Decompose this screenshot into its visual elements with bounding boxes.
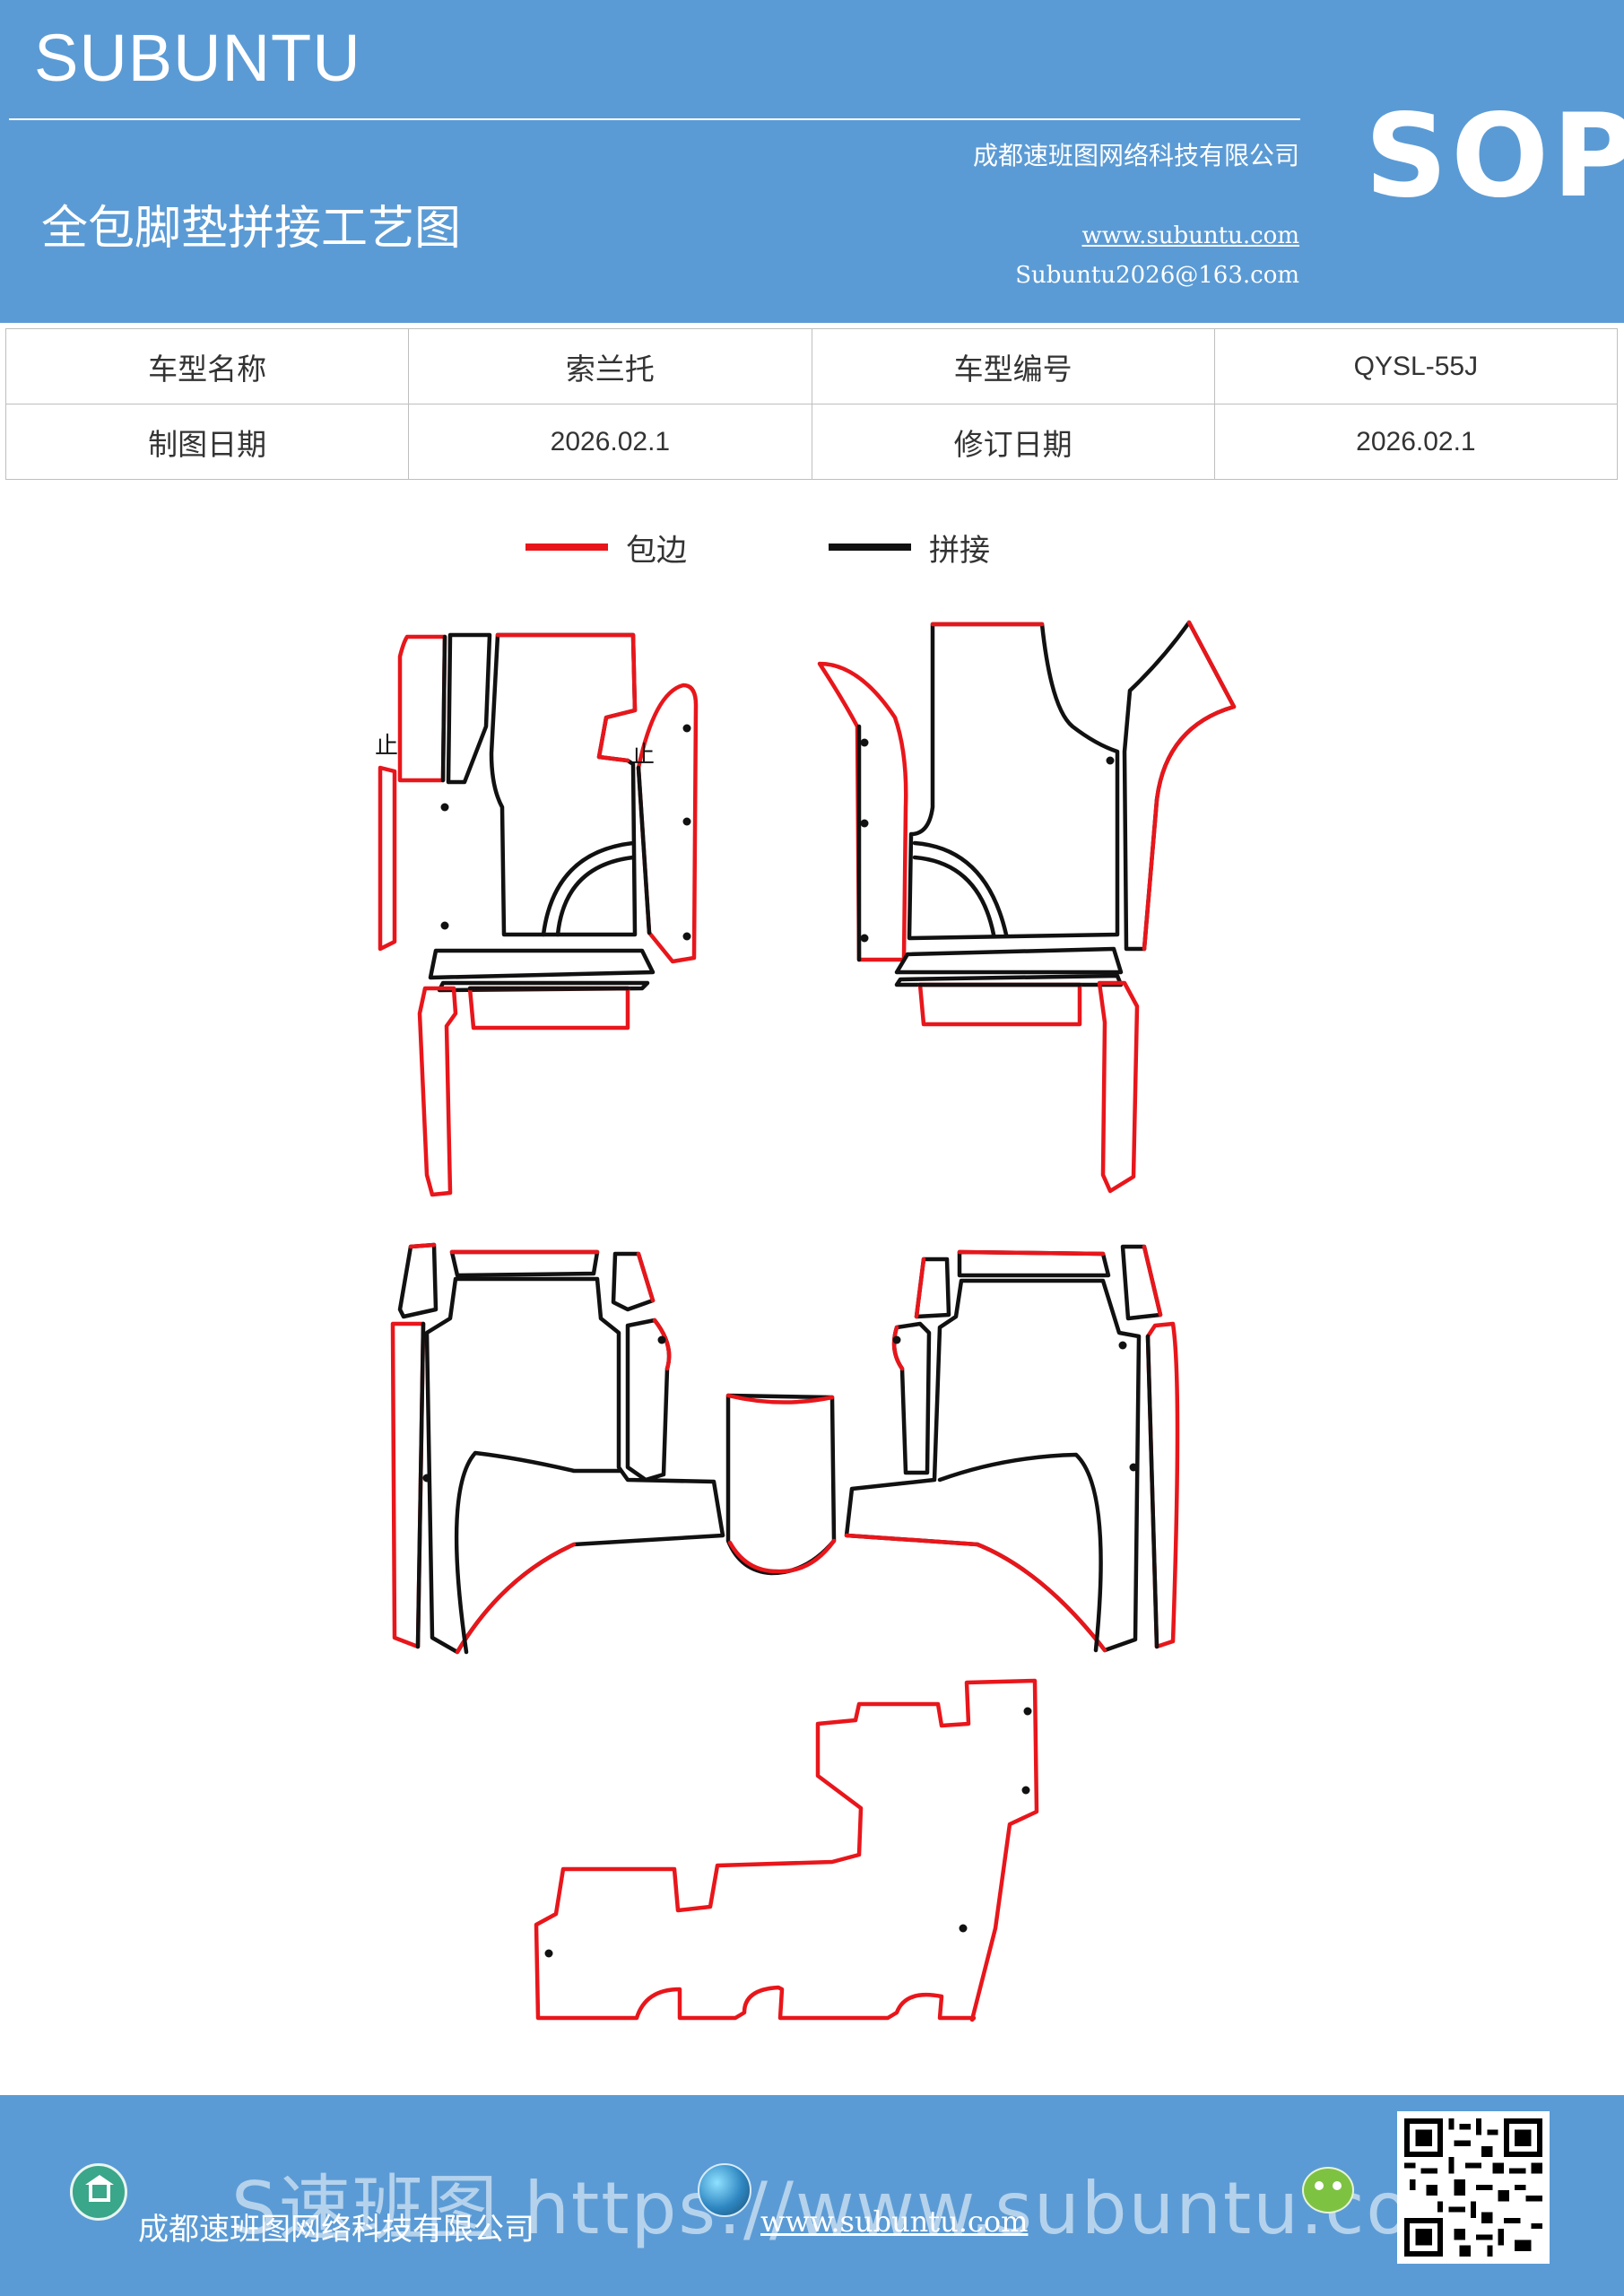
header-divider <box>9 118 1300 120</box>
company-name: 成都速班图网络科技有限公司 <box>972 141 1299 170</box>
mat-drawing: 止 止 <box>0 592 1624 2063</box>
home-icon <box>70 2163 127 2221</box>
edge-swatch <box>525 544 608 551</box>
table-row: 车型名称 索兰托 车型编号 QYSL-55J <box>4 328 1619 404</box>
table-row: 制图日期 2026.02.1 修订日期 2026.02.1 <box>4 404 1619 480</box>
stop-mark: 止 <box>631 742 655 769</box>
revise-date-label: 修订日期 <box>811 404 1215 480</box>
third-row-mat <box>534 1678 1039 2022</box>
header-band: SUBUNTU 成都速班图网络科技有限公司 全包脚垫拼接工艺图 www.subu… <box>0 0 1624 323</box>
front-right-mat <box>817 620 1237 1194</box>
front-left-mat: 止 止 <box>375 632 699 1197</box>
footer-band: 成都速班图网络科技有限公司 S速班图 https://www.subuntu.c… <box>0 2095 1624 2296</box>
info-table: 车型名称 索兰托 车型编号 QYSL-55J 制图日期 2026.02.1 修订… <box>4 328 1619 480</box>
mat-pattern-svg: 止 止 <box>375 620 1237 2022</box>
draw-date-value: 2026.02.1 <box>408 404 812 480</box>
sop-badge: SOP <box>1365 90 1624 223</box>
qr-code-svg <box>1404 2118 1542 2257</box>
model-name-value: 索兰托 <box>408 328 812 404</box>
second-row-right-mat <box>844 1244 1180 1653</box>
second-row-left-mat <box>390 1242 725 1655</box>
watermark-text: S速班图 https://www.subuntu.com <box>231 2167 1484 2250</box>
footer-company-name: 成都速班图网络科技有限公司 <box>138 2212 534 2248</box>
model-code-value: QYSL-55J <box>1213 328 1619 404</box>
brand-logo: SUBUNTU <box>34 21 361 95</box>
model-name-label: 车型名称 <box>4 328 410 404</box>
legend-edge-label: 包边 <box>626 532 687 569</box>
footer-website-link[interactable]: www.subuntu.com <box>760 2205 1029 2239</box>
draw-date-label: 制图日期 <box>4 404 410 480</box>
stop-mark: 止 <box>375 733 398 760</box>
model-code-label: 车型编号 <box>811 328 1215 404</box>
joint-swatch <box>829 544 911 551</box>
center-tunnel-mat <box>725 1393 837 1576</box>
legend-joint-label: 拼接 <box>929 532 990 569</box>
document-title: 全包脚垫拼接工艺图 <box>41 202 462 256</box>
globe-icon <box>698 2163 751 2217</box>
legend-joint: 拼接 <box>829 527 990 569</box>
wechat-icon <box>1302 2167 1354 2213</box>
revise-date-value: 2026.02.1 <box>1213 404 1619 480</box>
legend-edge: 包边 <box>525 527 687 569</box>
contact-email: Subuntu2026@163.com <box>1015 262 1299 289</box>
qr-code <box>1397 2111 1550 2264</box>
website-link[interactable]: www.subuntu.com <box>1081 222 1300 249</box>
